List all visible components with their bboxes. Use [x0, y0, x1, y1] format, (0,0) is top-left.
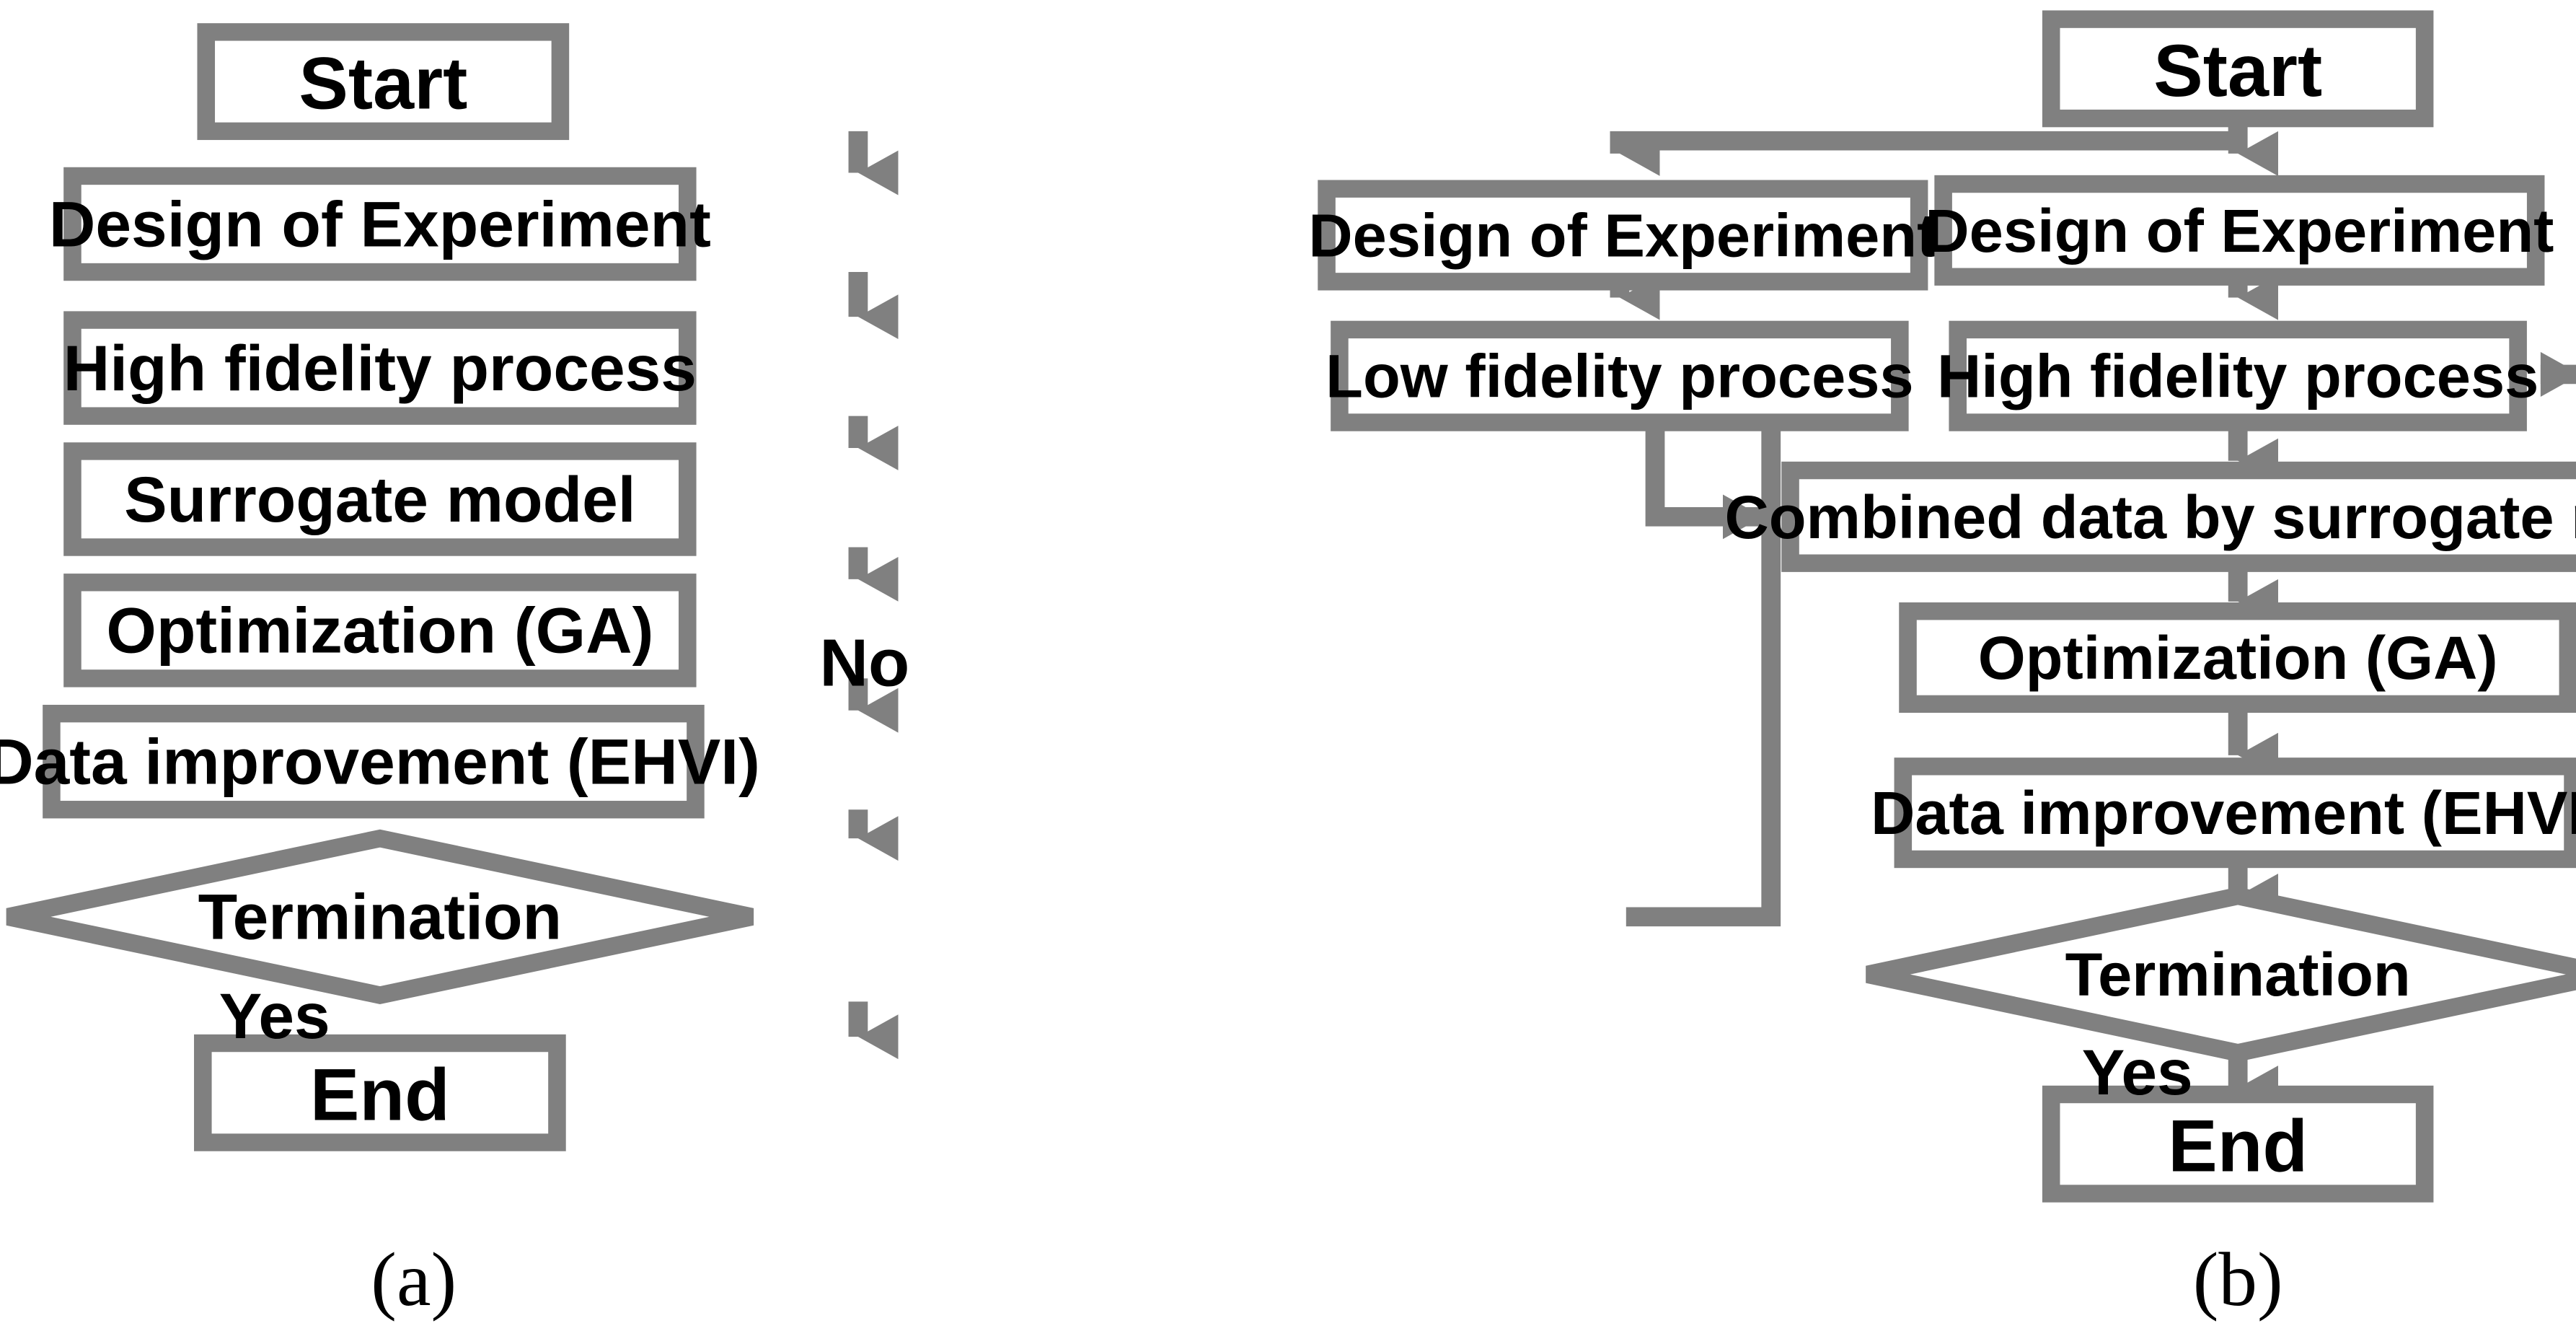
node-a-optim[interactable]: Optimization (GA): [63, 574, 697, 688]
node-b-doe-right-shape: [1934, 175, 2545, 286]
node-b-dataimp[interactable]: Data improvement (EHVI): [1871, 757, 2576, 869]
node-b-doe-left-label: Design of Experiment: [1308, 201, 1937, 270]
node-a-optim-label: Optimization (GA): [106, 594, 653, 667]
node-a-highfid[interactable]: High fidelity process: [63, 311, 697, 425]
node-b-doe-left-shape: [1318, 180, 1928, 291]
node-b-doe-right[interactable]: Design of Experiment: [1925, 175, 2554, 286]
node-a-start[interactable]: Start: [197, 23, 570, 141]
node-b-combined-shape: [1781, 461, 2576, 572]
edge-b-lowfid-to-combined: [1645, 419, 1763, 540]
panel-a: Start Design of Experiment High fidelity…: [0, 23, 1781, 1322]
node-b-highfid-label: High fidelity process: [1937, 342, 2538, 410]
node-b-termination-shape: [1866, 887, 2576, 1062]
node-a-dataimp-shape: [43, 704, 705, 819]
node-b-dataimp-label: Data improvement (EHVI): [1871, 778, 2576, 847]
node-a-termination-shape: [6, 829, 754, 1004]
node-a-end-shape: [194, 1034, 566, 1151]
node-b-start[interactable]: Start: [2042, 10, 2434, 128]
node-a-surrogate[interactable]: Surrogate model: [63, 442, 697, 556]
node-b-lowfid-shape: [1331, 320, 1909, 431]
edge-label-a-yes: Yes: [219, 980, 330, 1053]
edge-label-a-no: No: [819, 625, 909, 700]
node-b-end-label: End: [2168, 1104, 2308, 1187]
node-a-termination[interactable]: Termination: [6, 829, 754, 1004]
node-a-highfid-shape: [63, 311, 697, 425]
node-b-highfid-shape: [1949, 320, 2527, 431]
node-b-lowfid-label: Low fidelity process: [1326, 342, 1913, 410]
panel-b-caption: (b): [2193, 1237, 2283, 1322]
edge-label-b-yes: Yes: [2082, 1036, 2193, 1108]
node-b-optim[interactable]: Optimization (GA): [1899, 602, 2576, 713]
panel-a-caption: (a): [371, 1237, 456, 1322]
node-a-doe[interactable]: Design of Experiment: [49, 167, 711, 281]
node-b-doe-left[interactable]: Design of Experiment: [1308, 180, 1937, 291]
node-a-surrogate-shape: [63, 442, 697, 556]
node-a-start-label: Start: [299, 42, 467, 125]
node-b-doe-right-label: Design of Experiment: [1925, 196, 2554, 265]
node-b-start-label: Start: [2153, 29, 2322, 112]
edge-a-feedback-no: [1610, 343, 1781, 927]
node-b-combined-label: Combined data by surrogate model: [1724, 483, 2576, 551]
node-a-termination-label: Termination: [198, 881, 562, 953]
node-b-end[interactable]: End: [2042, 1085, 2434, 1203]
node-b-termination[interactable]: Termination: [1866, 887, 2576, 1062]
node-b-termination-label: Termination: [2065, 940, 2411, 1009]
node-a-highfid-label: High fidelity process: [63, 332, 697, 404]
node-b-dataimp-shape: [1894, 757, 2576, 869]
node-a-end[interactable]: End: [194, 1034, 566, 1151]
node-a-start-shape: [197, 23, 570, 141]
node-b-combined[interactable]: Combined data by surrogate model: [1724, 461, 2576, 572]
node-b-highfid[interactable]: High fidelity process: [1937, 320, 2538, 431]
node-b-lowfid[interactable]: Low fidelity process: [1326, 320, 1914, 431]
node-b-end-shape: [2042, 1085, 2434, 1203]
node-a-dataimp[interactable]: Data improvement (EHVI): [0, 704, 760, 819]
node-a-doe-label: Design of Experiment: [49, 188, 711, 260]
node-a-dataimp-label: Data improvement (EHVI): [0, 726, 760, 798]
node-a-optim-shape: [63, 574, 697, 688]
node-a-doe-shape: [63, 167, 697, 281]
panel-b: Start Design of Experiment Design of Exp…: [1308, 10, 2576, 1322]
node-a-end-label: End: [310, 1053, 450, 1136]
node-b-optim-label: Optimization (GA): [1978, 623, 2498, 692]
node-b-optim-shape: [1899, 602, 2576, 713]
node-a-surrogate-label: Surrogate model: [124, 463, 636, 535]
node-b-start-shape: [2042, 10, 2434, 128]
